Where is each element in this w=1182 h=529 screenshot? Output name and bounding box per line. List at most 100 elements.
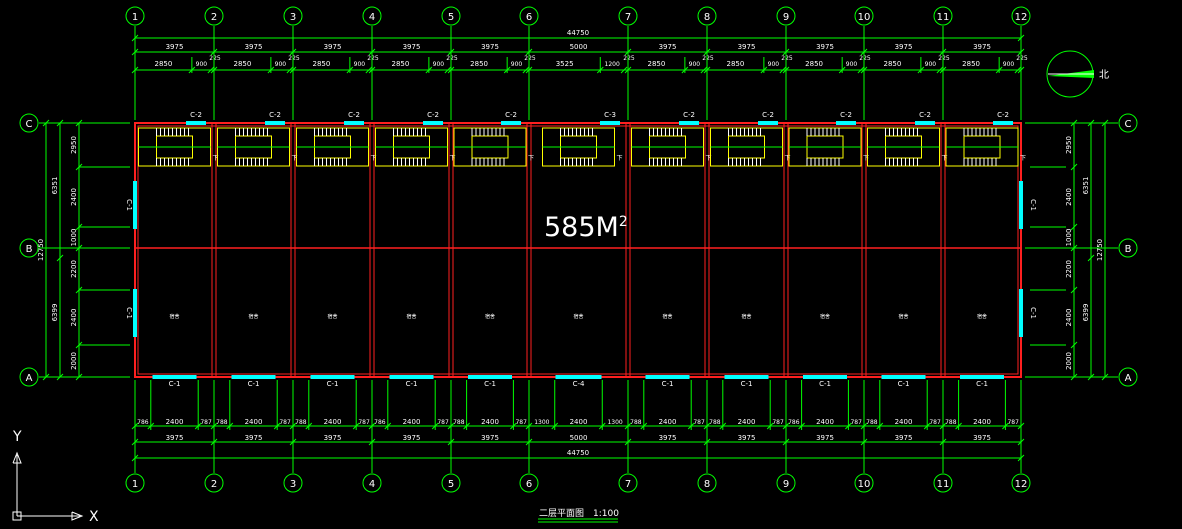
dim-text-bottom-seg: 787	[772, 419, 784, 426]
dim-text-bottom-seg: 2400	[570, 418, 588, 426]
dim-text-bottom-seg: 787	[200, 419, 212, 426]
axis-label-C: C	[1125, 119, 1132, 130]
dim-text-top-seg: 2850	[727, 60, 745, 68]
stair-unit-2: 下	[217, 127, 298, 167]
axis-bubble	[776, 6, 796, 26]
dim-text-top-225: 225	[859, 55, 871, 62]
stair-unit-11: 下	[945, 127, 1026, 167]
axis-label-9: 9	[783, 479, 789, 490]
dim-text-bottom-seg: 787	[929, 419, 941, 426]
window-label-top: C-2	[997, 111, 1009, 119]
dim-text-bottom-seg: 786	[374, 419, 386, 426]
axis-bubble	[697, 6, 717, 26]
axis-bubble	[204, 473, 224, 493]
dim-text-bottom-seg: 2400	[738, 418, 756, 426]
dim-text-top-seg: 900	[511, 61, 523, 68]
dim-tick	[620, 66, 628, 74]
axis-bubble	[1011, 6, 1031, 26]
dim-text-top-225: 225	[702, 55, 714, 62]
dim-tick	[779, 66, 787, 74]
axis-bubble	[19, 367, 39, 387]
window-label-top: C-2	[348, 111, 360, 119]
dim-text-top-225: 225	[623, 55, 635, 62]
dim-text-bottom-seg: 787	[850, 419, 862, 426]
window-label-bottom: C-1	[741, 380, 753, 388]
dim-text-top-bay: 3975	[245, 43, 263, 51]
axis-label-B: B	[26, 244, 33, 255]
stair-label: 下	[449, 155, 455, 162]
north-label: 北	[1099, 69, 1109, 81]
stair-unit-1: 下	[138, 127, 219, 167]
dim-tick	[1014, 66, 1022, 74]
dim-text-bottom-seg: 2400	[481, 418, 499, 426]
dim-text-bottom-seg: 2400	[324, 418, 342, 426]
dim-text-top-seg: 2850	[392, 60, 410, 68]
dim-text-bottom-seg: 788	[945, 419, 957, 426]
dim-text-side-seg: 1000	[1065, 229, 1073, 247]
window-bottom	[555, 375, 602, 379]
dim-tick	[1070, 341, 1078, 349]
drawing-title: 二层平面图	[539, 508, 584, 519]
window-label-side: C-1	[125, 199, 133, 211]
axis-label-4: 4	[369, 479, 375, 490]
window-side-right	[1019, 181, 1023, 229]
dim-text-bottom-seg: 788	[216, 419, 228, 426]
window-bottom	[389, 375, 434, 379]
axis-bubble	[776, 473, 796, 493]
stair-unit-7: 下	[631, 127, 712, 167]
dim-text-bottom-seg: 787	[358, 419, 370, 426]
room-label: 宿舍	[406, 313, 416, 320]
dim-text-bottom-seg: 787	[437, 419, 449, 426]
dim-text-top-seg: 900	[1003, 61, 1015, 68]
dim-text-top-seg: 2850	[962, 60, 980, 68]
dim-text-top-seg: 1200	[605, 61, 620, 68]
dim-text-bottom-seg: 788	[630, 419, 642, 426]
window-side-right	[1019, 289, 1023, 337]
window-top	[501, 121, 521, 125]
dim-text-top-bay: 3975	[659, 43, 677, 51]
window-bottom	[724, 375, 769, 379]
axis-label-9: 9	[783, 12, 789, 23]
dim-text-side-seg: 2400	[1065, 188, 1073, 206]
axis-label-B: B	[1125, 244, 1132, 255]
stair-label: 下	[1020, 155, 1026, 162]
window-label-side: C-1	[1029, 199, 1037, 211]
dim-text-bottom-bay: 3975	[738, 434, 756, 442]
axis-bubble	[441, 473, 461, 493]
dim-text-top-bay: 3975	[166, 43, 184, 51]
dim-text-bottom-seg: 2400	[973, 418, 991, 426]
stair-label: 下	[616, 155, 622, 162]
stair-label: 下	[291, 155, 297, 162]
dim-tick	[1070, 223, 1078, 231]
dim-text-top-bay: 3975	[738, 43, 756, 51]
window-top	[679, 121, 699, 125]
window-label-side: C-1	[1029, 307, 1037, 319]
dim-text-bottom-bay: 5000	[570, 434, 588, 442]
window-label-bottom: C-4	[573, 380, 585, 388]
axis-label-10: 10	[858, 479, 871, 490]
room-label: 宿舍	[573, 313, 583, 320]
dim-text-bottom-seg: 1300	[607, 419, 622, 426]
room-label: 宿舍	[662, 313, 672, 320]
dim-text-bottom-seg: 787	[279, 419, 291, 426]
dim-text-bottom-seg: 1300	[534, 419, 549, 426]
window-bottom	[231, 375, 276, 379]
dim-text-top-seg: 2850	[805, 60, 823, 68]
dim-text-bottom-seg: 2400	[659, 418, 677, 426]
dim-text-top-bay: 3975	[816, 43, 834, 51]
dim-text-bottom-bay: 3975	[895, 434, 913, 442]
window-top	[993, 121, 1013, 125]
axis-bubble	[204, 6, 224, 26]
axis-label-8: 8	[704, 479, 710, 490]
ucs-x-label: X	[89, 509, 99, 525]
dim-text-bottom-bay: 3975	[816, 434, 834, 442]
axis-bubble	[283, 473, 303, 493]
dim-text-side-seg: 2000	[1065, 352, 1073, 370]
dim-text-top-seg: 900	[846, 61, 858, 68]
dim-tick	[1070, 286, 1078, 294]
axis-bubble	[362, 473, 382, 493]
window-top	[836, 121, 856, 125]
stair-unit-6: 下	[542, 127, 623, 167]
